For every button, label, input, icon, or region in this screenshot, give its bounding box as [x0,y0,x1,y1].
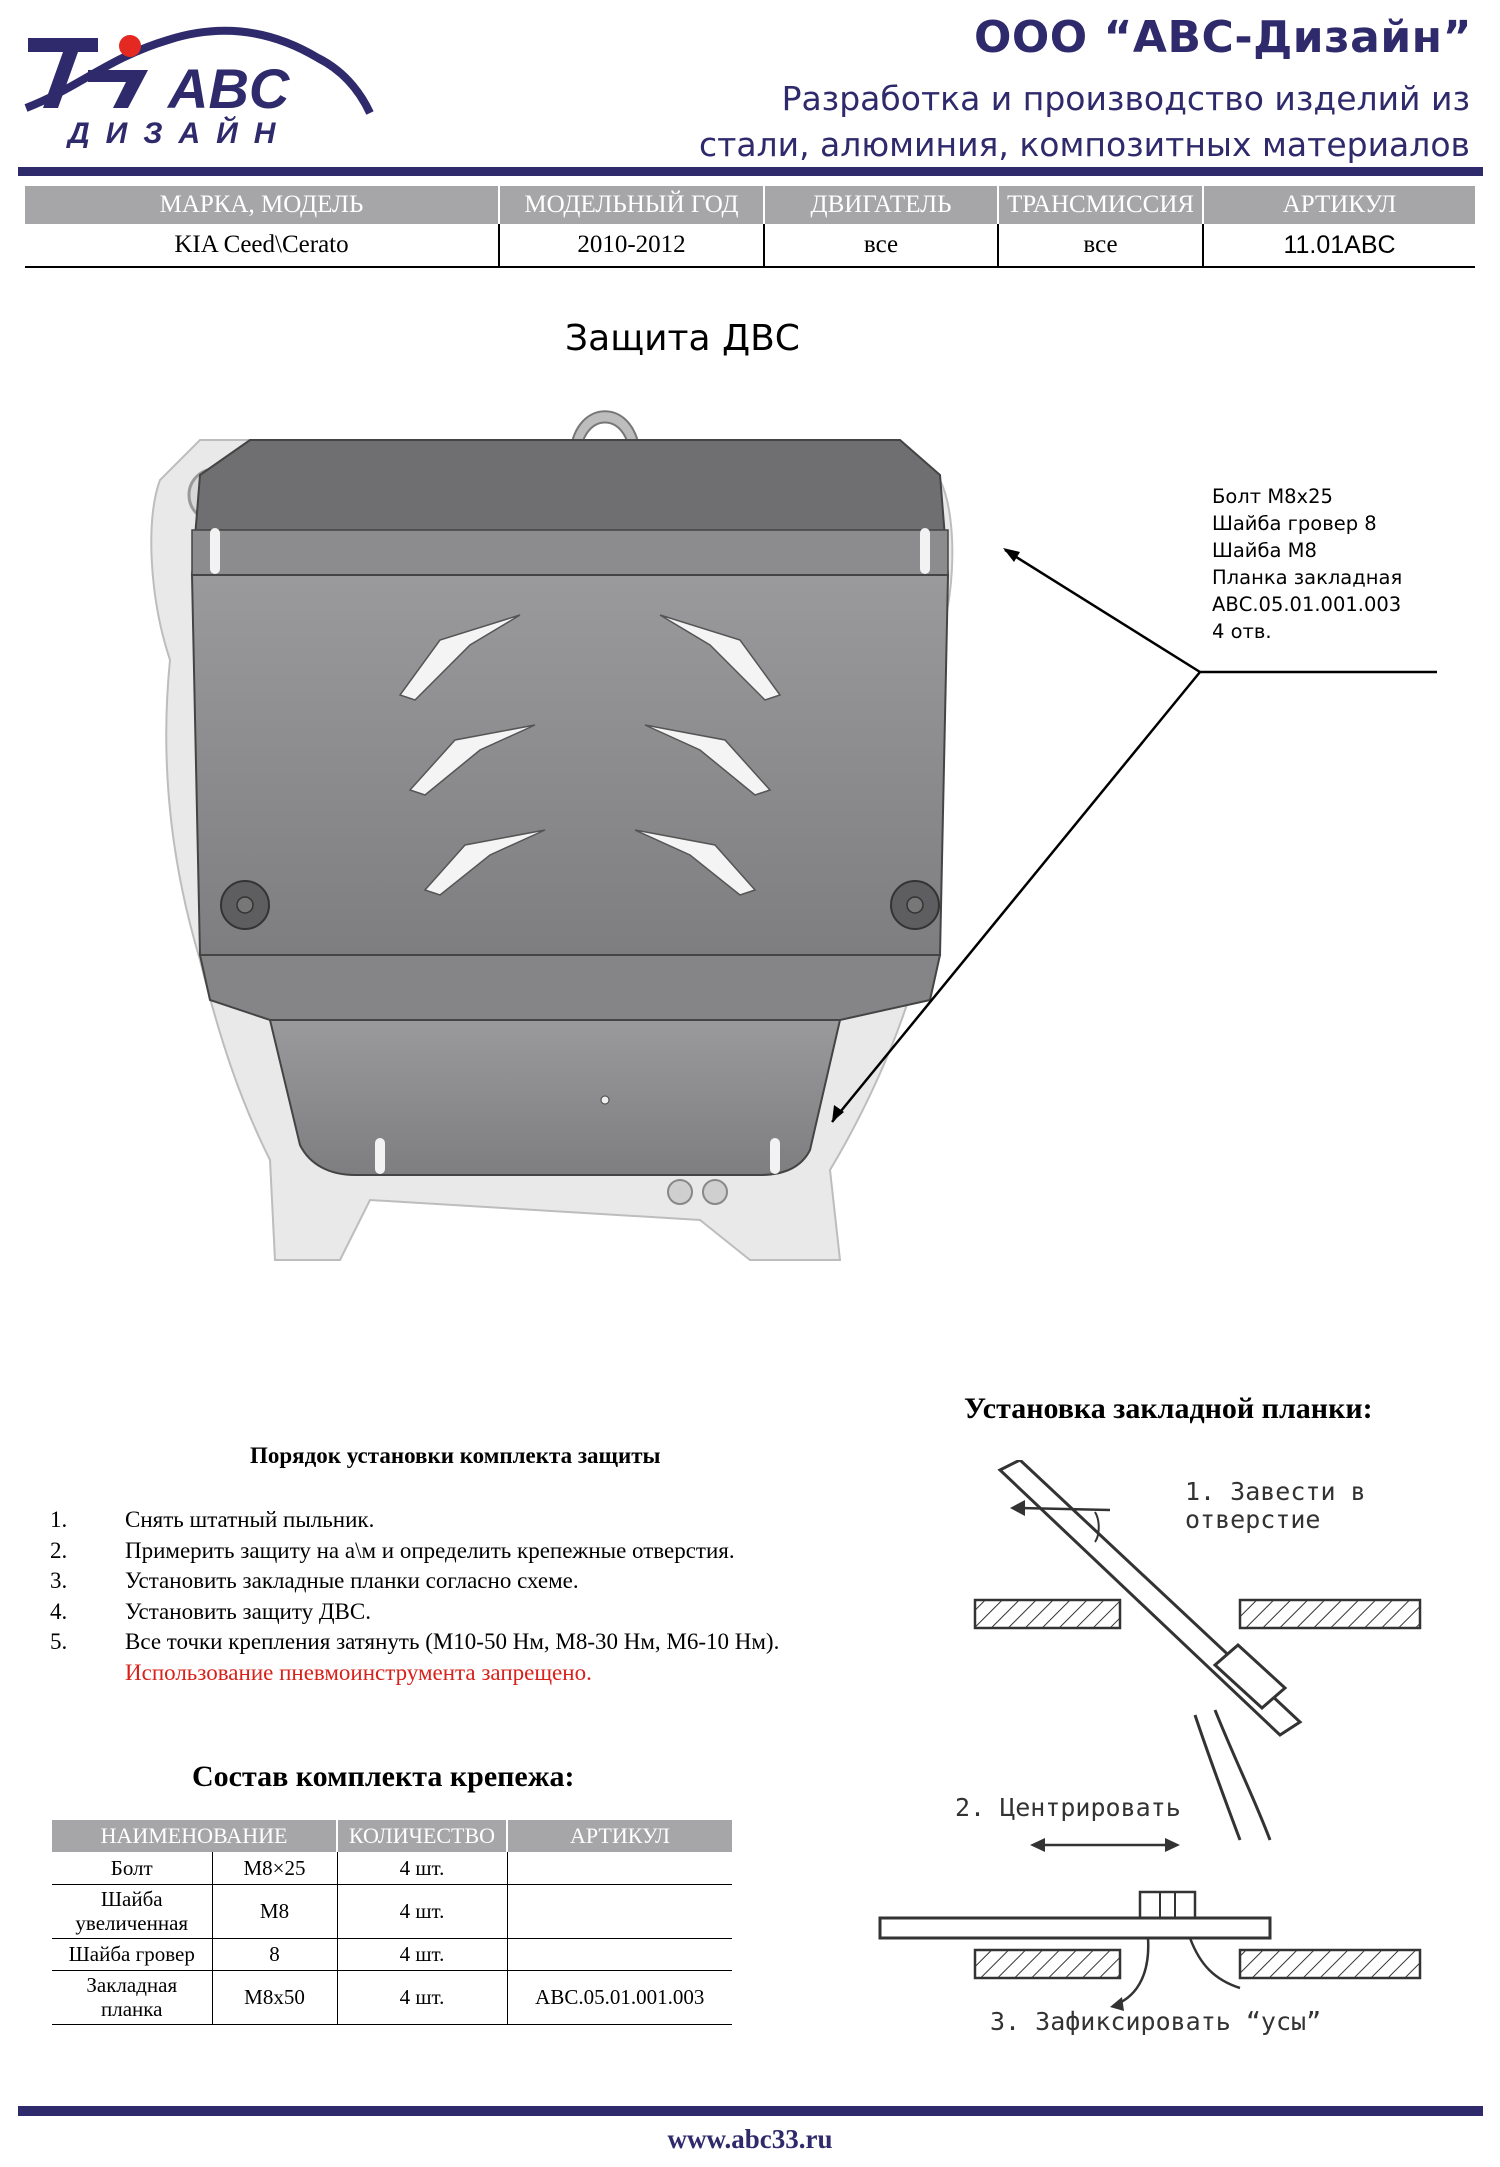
list-item: 2. Примерить защиту на а\м и определить к… [50,1536,779,1567]
step-text: Все точки крепления затянуть (М10-50 Нм,… [125,1629,780,1654]
list-item: 1. Снять штатный пыльник. [50,1505,779,1536]
callout-line: 4 отв. [1212,620,1272,643]
kit-table-header: НАИМЕНОВАНИЕ КОЛИЧЕСТВО АРТИКУЛ [52,1820,732,1852]
table-row: Болт М8×25 4 шт. [52,1852,732,1885]
instructions-title: Порядок установки комплекта защиты [250,1443,661,1468]
kit-header-cell: АРТИКУЛ [506,1820,732,1852]
step-text: Установить защиту ДВС. [125,1598,371,1624]
company-tagline: Разработка и производство изделий из ста… [699,76,1470,168]
spec-header-cell: АРТИКУЛ [1202,186,1475,224]
list-item: 4. Установить защиту ДВС. [50,1597,779,1628]
step-number: 3. [50,1568,68,1593]
plank-step-1-line-1: 1. Завести в [1185,1477,1366,1506]
spec-model: KIA Ceed\Cerato [25,224,499,268]
list-item: 5. Все точки крепления затянуть (М10-50 Н… [50,1627,779,1658]
logo-text: ABC [166,57,291,120]
step-number: 5. [50,1629,68,1654]
spec-header-cell: МАРКА, МОДЕЛЬ [25,186,499,224]
kit-item-qty: 4 шт. [336,1852,508,1885]
tagline-line-1: Разработка и производство изделий из [781,79,1470,118]
list-item: 3. Установить закладные планки согласно с… [50,1566,779,1597]
table-row: Закладная планка М8х50 4 шт. АВС.05.01.0… [52,1970,732,2025]
company-logo: ABC ДИЗАЙН [18,18,378,150]
kit-item-code [506,1938,732,1971]
kit-item-size: М8х50 [211,1970,338,2025]
kit-title: Состав комплекта крепежа: [192,1760,575,1793]
plank-install-title: Установка закладной планки: [964,1392,1373,1425]
callout-line: Планка закладная [1212,566,1403,589]
spec-header-cell: ДВИГАТЕЛЬ [763,186,998,224]
spec-transmission: все [997,224,1203,268]
warning-text: Использование пневмоинструмента запрещен… [125,1659,592,1685]
kit-item-code [506,1852,732,1885]
kit-item-qty: 4 шт. [336,1970,508,2025]
kit-item-name: Болт [52,1852,213,1885]
page-title: Защита ДВС [565,318,800,359]
kit-item-size: 8 [211,1938,338,1971]
spec-table: МАРКА, МОДЕЛЬ МОДЕЛЬНЫЙ ГОД ДВИГАТЕЛЬ ТР… [25,186,1475,268]
top-divider [18,167,1483,176]
logo-subtext: ДИЗАЙН [65,115,291,148]
step-text: Установить закладные планки согласно схе… [125,1568,579,1593]
tagline-line-2: стали, алюминия, композитных материалов [698,125,1470,164]
step-number: 2. [50,1537,68,1563]
bottom-divider [18,2106,1483,2116]
plank-step-1-line-2: отверстие [1185,1505,1320,1534]
fastener-callout: Болт М8х25 Шайба гровер 8 Шайба М8 Планк… [1212,483,1402,645]
plank-step-2: 2. Центрировать [955,1793,1181,1822]
spec-header-cell: ТРАНСМИССИЯ [997,186,1203,224]
plank-install-diagram: 1. Завести в отверстие 2. Центрировать 3… [878,1460,1422,2036]
plank-step-3: 3. Зафиксировать “усы” [990,2007,1321,2036]
kit-header-cell: НАИМЕНОВАНИЕ [52,1820,337,1852]
table-row: Шайба увеличенная М8 4 шт. [52,1884,732,1939]
spec-header-cell: МОДЕЛЬНЫЙ ГОД [498,186,764,224]
callout-line: Шайба М8 [1212,539,1317,562]
kit-item-size: М8×25 [211,1852,338,1885]
kit-item-qty: 4 шт. [336,1884,508,1939]
kit-header-cell: КОЛИЧЕСТВО [336,1820,507,1852]
callout-line: АВС.05.01.001.003 [1212,593,1402,616]
spec-engine: все [763,224,998,268]
kit-item-code: АВС.05.01.001.003 [506,1970,732,2025]
kit-item-name: Шайба увеличенная [52,1884,213,1939]
website-link[interactable]: www.abc33.ru [667,2124,833,2154]
table-row: Шайба гровер 8 4 шт. [52,1938,732,1971]
instructions-list: 1. Снять штатный пыльник. 2. Примерить защ… [50,1505,779,1688]
step-number: 1. [50,1507,68,1532]
spec-article: 11.01ABC [1202,224,1475,268]
kit-item-name: Закладная планка [52,1970,213,2025]
kit-item-name: Шайба гровер [52,1938,213,1971]
company-name: ООО “АВС-Дизайн” [973,12,1472,63]
callout-line: Шайба гровер 8 [1212,512,1377,535]
kit-table: НАИМЕНОВАНИЕ КОЛИЧЕСТВО АРТИКУЛ Болт М8×… [52,1820,732,2025]
step-text: Примерить защиту на а\м и определить кре… [125,1537,735,1563]
spec-year: 2010-2012 [498,224,764,268]
callout-line: Болт М8х25 [1212,485,1333,508]
engine-guard-drawing [150,410,954,1261]
kit-item-qty: 4 шт. [336,1938,508,1971]
step-number: 4. [50,1598,68,1624]
spec-table-header: МАРКА, МОДЕЛЬ МОДЕЛЬНЫЙ ГОД ДВИГАТЕЛЬ ТР… [25,186,1475,224]
kit-item-code [506,1884,732,1939]
kit-item-size: М8 [211,1884,338,1939]
spec-table-row: KIA Ceed\Cerato 2010-2012 все все 11.01A… [25,224,1475,268]
step-text: Снять штатный пыльник. [125,1507,375,1532]
